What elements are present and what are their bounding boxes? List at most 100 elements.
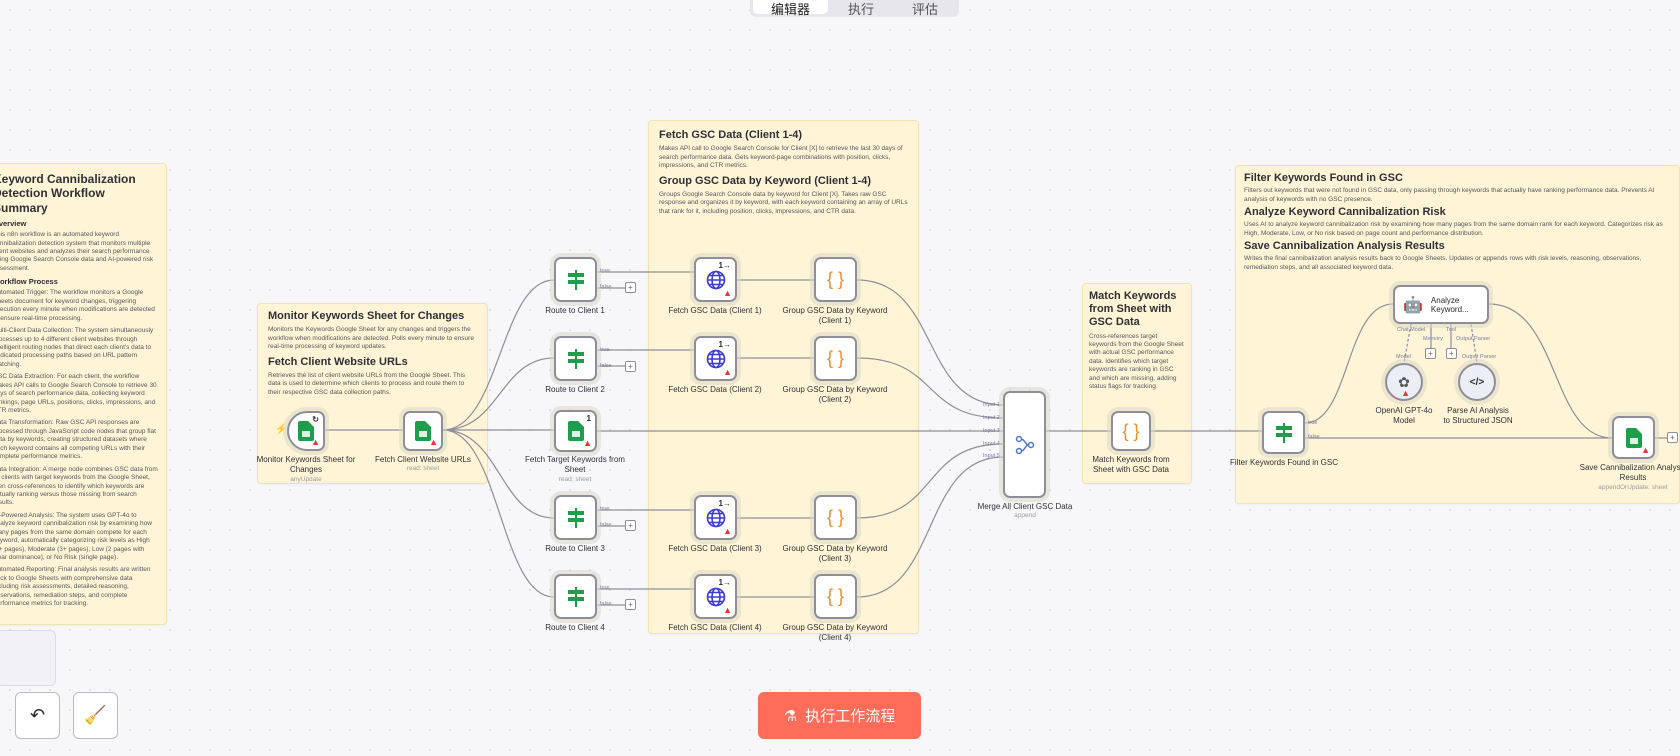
- note-title: Keyword Cannibalization Detection Workfl…: [0, 172, 136, 215]
- node-fetch-target-keywords[interactable]: 1▲: [554, 410, 597, 452]
- note-title: Filter Keywords Found in GSC: [1244, 172, 1403, 184]
- trigger-bolt-icon: ⚡: [275, 424, 288, 435]
- node-label: Parse AI Analysis to Structured JSON: [1443, 406, 1513, 426]
- tab-evaluations[interactable]: 评估: [912, 2, 939, 17]
- code-braces-icon: { }: [1122, 420, 1140, 441]
- node-filter-keywords[interactable]: [1262, 411, 1305, 454]
- note-text: Automated Trigger: The workflow monitors…: [0, 289, 155, 322]
- node-group-gsc-client-1[interactable]: { }: [814, 257, 857, 302]
- node-route-client-3[interactable]: [554, 495, 597, 540]
- globe-icon: [706, 587, 725, 606]
- add-tool-button[interactable]: +: [1446, 348, 1457, 359]
- undo-button[interactable]: ↶: [15, 692, 60, 739]
- globe-icon: [706, 349, 725, 368]
- note-text: Uses AI to analyze keyword cannibalizati…: [1244, 221, 1663, 237]
- sticky-note-match[interactable]: Match Keywords from Sheet with GSC Data …: [1082, 283, 1192, 484]
- node-fetch-client-urls[interactable]: ▲: [403, 411, 443, 451]
- node-group-gsc-client-2[interactable]: { }: [814, 336, 857, 381]
- code-braces-icon: { }: [826, 269, 845, 289]
- add-node-button[interactable]: +: [1667, 432, 1678, 443]
- node-label: Analyze Keyword...: [1430, 295, 1469, 314]
- item-count-badge: 1→: [718, 340, 731, 349]
- note-text: Writes the final cannibalization analysi…: [1244, 255, 1642, 271]
- google-sheets-icon: [567, 421, 584, 441]
- true-branch-label: true: [600, 585, 610, 591]
- sticky-note-monitor[interactable]: Monitor Keywords Sheet for Changes Monit…: [257, 303, 488, 484]
- execute-workflow-button[interactable]: ⚗执行工作流程: [758, 692, 921, 739]
- warning-icon: ▲: [1401, 388, 1410, 398]
- node-route-client-1[interactable]: [554, 257, 597, 302]
- warning-icon: ▲: [583, 438, 592, 448]
- edge: [856, 279, 1004, 406]
- sub-edge: [1430, 324, 1452, 348]
- node-label: Match Keywords from Sheet with GSC Data: [1092, 455, 1170, 475]
- sticky-note-summary[interactable]: Keyword Cannibalization Detection Workfl…: [0, 163, 167, 625]
- node-label: Route to Client 2: [545, 385, 605, 394]
- tab-editor[interactable]: 编辑器: [753, 0, 829, 17]
- item-count-badge: 1→: [718, 499, 731, 508]
- code-braces-icon: { }: [826, 507, 845, 527]
- false-branch-label: false: [1308, 434, 1320, 440]
- sticky-note-gsc[interactable]: Fetch GSC Data (Client 1-4) Makes API ca…: [648, 120, 919, 634]
- node-monitor-trigger[interactable]: ↻▲: [287, 411, 325, 451]
- add-node-button[interactable]: +: [625, 361, 636, 372]
- merge-input-label: Input 1: [983, 402, 1000, 408]
- minimap[interactable]: [0, 630, 56, 686]
- node-label: Fetch GSC Data (Client 3): [668, 544, 762, 553]
- edge: [597, 287, 625, 606]
- refresh-icon: ↻: [312, 415, 319, 424]
- node-label: Group GSC Data by Keyword (Client 4): [782, 623, 888, 643]
- node-group-gsc-client-3[interactable]: { }: [814, 495, 857, 540]
- false-branch-label: false: [600, 522, 612, 528]
- note-title: Match Keywords from Sheet with GSC Data: [1089, 290, 1177, 329]
- node-ai-agent[interactable]: 🤖 Analyze Keyword...: [1393, 285, 1489, 324]
- node-route-client-2[interactable]: [554, 336, 597, 381]
- add-node-button[interactable]: +: [625, 282, 636, 293]
- node-label: Route to Client 4: [545, 623, 605, 632]
- warning-icon: ▲: [1641, 445, 1650, 455]
- port-label-memory: Memory: [1423, 336, 1443, 342]
- add-node-button[interactable]: +: [625, 520, 636, 531]
- node-label: Route to Client 1: [545, 306, 605, 315]
- node-output-parser[interactable]: </>: [1458, 363, 1496, 401]
- merge-input-label: Input 2: [983, 415, 1000, 421]
- note-title: Analyze Keyword Cannibalization Risk: [1244, 206, 1446, 219]
- node-save-results[interactable]: ▲: [1612, 416, 1655, 459]
- node-match-keywords[interactable]: { }: [1111, 411, 1151, 451]
- node-fetch-gsc-client-4[interactable]: 1→▲: [694, 574, 737, 619]
- edge: [442, 279, 555, 431]
- edge: [856, 443, 1004, 519]
- edge: [442, 429, 555, 598]
- node-fetch-gsc-client-1[interactable]: 1→▲: [694, 257, 737, 302]
- add-node-button[interactable]: +: [625, 599, 636, 610]
- note-text: Filters out keywords that were not found…: [1244, 187, 1655, 203]
- note-heading: Workflow Process: [0, 277, 58, 287]
- node-fetch-gsc-client-3[interactable]: 1→▲: [694, 495, 737, 540]
- note-text: Groups Google Search Console data by key…: [659, 190, 908, 215]
- node-label: Fetch GSC Data (Client 4): [668, 623, 762, 632]
- code-braces-icon: { }: [826, 586, 845, 606]
- undo-icon: ↶: [29, 705, 46, 725]
- sticky-note-right[interactable]: Filter Keywords Found in GSC Filters out…: [1235, 165, 1680, 504]
- edge: [1304, 303, 1394, 424]
- port-label-model: Model: [1396, 354, 1411, 360]
- sub-edge: [1403, 323, 1412, 364]
- tab-executions[interactable]: 执行: [848, 2, 875, 17]
- note-text: Makes API call to Google Search Console …: [659, 145, 903, 170]
- broom-icon: 🧹: [84, 705, 107, 725]
- node-merge[interactable]: [1003, 391, 1046, 498]
- edge: [442, 357, 555, 431]
- note-text: Multi-Client Data Collection: The system…: [0, 327, 154, 368]
- merge-input-label: Input 5: [983, 453, 1000, 459]
- tidy-up-button[interactable]: 🧹: [73, 692, 118, 739]
- node-group-gsc-client-4[interactable]: { }: [814, 574, 857, 619]
- add-memory-button[interactable]: +: [1425, 348, 1436, 359]
- node-openai-model[interactable]: ✿▲: [1385, 363, 1423, 401]
- node-fetch-gsc-client-2[interactable]: 1→▲: [694, 336, 737, 381]
- node-route-client-4[interactable]: [554, 574, 597, 619]
- flask-icon: ⚗: [783, 707, 798, 725]
- route-signpost-icon: [567, 507, 584, 528]
- node-label: Group GSC Data by Keyword (Client 3): [782, 544, 888, 564]
